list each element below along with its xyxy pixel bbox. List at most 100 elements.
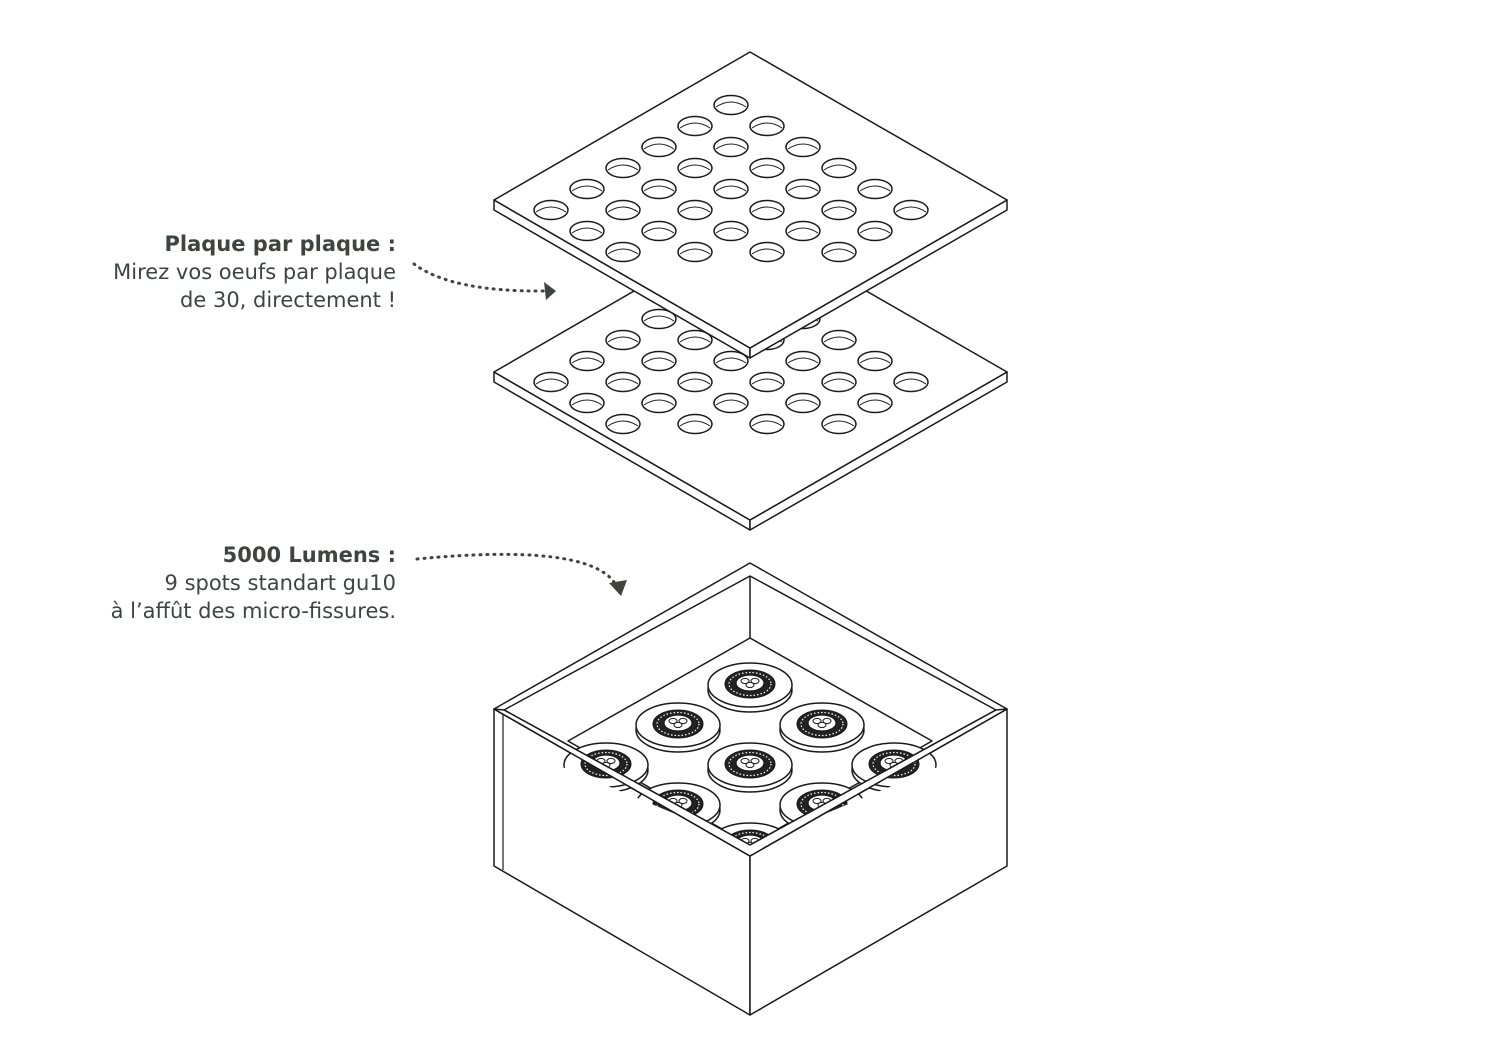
egg-hole-rim bbox=[859, 185, 891, 192]
egg-hole bbox=[857, 220, 893, 242]
egg-hole bbox=[785, 350, 821, 372]
egg-hole bbox=[713, 178, 749, 200]
egg-hole-rim bbox=[643, 315, 675, 322]
plate-arrow-line bbox=[412, 262, 547, 293]
egg-hole-rim bbox=[535, 378, 567, 385]
egg-hole-rim bbox=[751, 164, 783, 171]
egg-hole-rim bbox=[607, 248, 639, 255]
box-arrow-head bbox=[609, 580, 627, 596]
egg-hole-rim bbox=[823, 378, 855, 385]
callout-plate-line-1: Mirez vos oeufs par plaque bbox=[113, 260, 396, 284]
egg-hole bbox=[605, 199, 641, 221]
egg-hole bbox=[857, 350, 893, 372]
egg-hole bbox=[533, 199, 569, 221]
egg-hole-rim bbox=[607, 420, 639, 427]
callout-plate-line-2: de 30, directement ! bbox=[180, 288, 396, 312]
egg-hole bbox=[605, 157, 641, 179]
spot-led bbox=[750, 757, 760, 765]
callout-lumens-title: 5000 Lumens : bbox=[222, 543, 396, 567]
spot-led bbox=[812, 797, 822, 805]
egg-hole bbox=[677, 241, 713, 263]
egg-hole-rim bbox=[823, 248, 855, 255]
egg-hole bbox=[641, 350, 677, 372]
spot-fins bbox=[728, 671, 772, 697]
egg-hole bbox=[677, 199, 713, 221]
egg-hole-rim bbox=[679, 420, 711, 427]
spot-led bbox=[817, 721, 827, 729]
egg-hole bbox=[785, 136, 821, 158]
egg-hole bbox=[821, 413, 857, 435]
egg-hole-rim bbox=[751, 420, 783, 427]
egg-hole-rim bbox=[535, 206, 567, 213]
egg-hole-rim bbox=[859, 227, 891, 234]
egg-hole bbox=[749, 199, 785, 221]
egg-hole-rim bbox=[679, 248, 711, 255]
spot-fins bbox=[872, 751, 916, 777]
egg-hole-rim bbox=[787, 227, 819, 234]
egg-hole bbox=[569, 392, 605, 414]
egg-plate-upper bbox=[493, 51, 1008, 359]
egg-hole-rim bbox=[895, 378, 927, 385]
spot-led bbox=[812, 717, 822, 725]
egg-hole bbox=[677, 329, 713, 351]
egg-hole bbox=[821, 371, 857, 393]
egg-hole-rim bbox=[751, 248, 783, 255]
egg-hole-rim bbox=[715, 101, 747, 108]
callout-lumens-line-1: 9 spots standart gu10 bbox=[164, 571, 396, 595]
gu10-spot bbox=[779, 702, 865, 753]
egg-hole bbox=[785, 392, 821, 414]
egg-hole bbox=[569, 178, 605, 200]
callout-lumens: 5000 Lumens : 9 spots standart gu10 à l’… bbox=[111, 541, 396, 625]
spot-led bbox=[678, 717, 688, 725]
egg-hole bbox=[569, 350, 605, 372]
box-front-rim bbox=[493, 708, 1008, 857]
egg-hole-rim bbox=[787, 399, 819, 406]
egg-hole bbox=[749, 115, 785, 137]
egg-plate-lower bbox=[493, 223, 1008, 531]
egg-hole-rim bbox=[679, 122, 711, 129]
egg-hole-rim bbox=[751, 378, 783, 385]
egg-hole bbox=[677, 413, 713, 435]
egg-hole-rim bbox=[679, 378, 711, 385]
callout-plate: Plaque par plaque : Mirez vos oeufs par … bbox=[113, 230, 396, 314]
egg-hole-rim bbox=[715, 399, 747, 406]
egg-hole-rim bbox=[787, 357, 819, 364]
spot-led bbox=[884, 757, 894, 765]
spot-fins bbox=[584, 751, 628, 777]
plate-lower-top-face bbox=[493, 223, 1008, 521]
egg-hole bbox=[677, 115, 713, 137]
egg-hole-rim bbox=[679, 206, 711, 213]
egg-hole-rim bbox=[895, 206, 927, 213]
egg-hole-rim bbox=[607, 378, 639, 385]
egg-hole-rim bbox=[607, 164, 639, 171]
spot-led bbox=[740, 757, 750, 765]
egg-hole-rim bbox=[643, 227, 675, 234]
egg-hole-rim bbox=[859, 357, 891, 364]
spot-fins bbox=[728, 751, 772, 777]
egg-hole bbox=[641, 136, 677, 158]
spot-led bbox=[750, 677, 760, 685]
egg-hole-rim bbox=[823, 336, 855, 343]
egg-hole bbox=[641, 392, 677, 414]
egg-hole bbox=[641, 178, 677, 200]
egg-hole-rim bbox=[787, 185, 819, 192]
egg-hole bbox=[713, 94, 749, 116]
egg-hole-rim bbox=[571, 399, 603, 406]
egg-hole-rim bbox=[715, 357, 747, 364]
plate-arrow-head bbox=[544, 282, 556, 300]
egg-hole-rim bbox=[751, 206, 783, 213]
egg-hole bbox=[641, 308, 677, 330]
egg-hole bbox=[821, 241, 857, 263]
egg-hole-rim bbox=[607, 206, 639, 213]
egg-hole bbox=[821, 157, 857, 179]
egg-hole bbox=[605, 371, 641, 393]
spot-fins bbox=[656, 711, 700, 737]
callout-plate-title: Plaque par plaque : bbox=[164, 232, 396, 256]
egg-hole-rim bbox=[643, 399, 675, 406]
spot-led bbox=[745, 681, 755, 689]
egg-hole-rim bbox=[787, 143, 819, 150]
egg-hole bbox=[857, 392, 893, 414]
spot-led bbox=[606, 757, 616, 765]
spot-led bbox=[668, 717, 678, 725]
egg-hole bbox=[641, 220, 677, 242]
